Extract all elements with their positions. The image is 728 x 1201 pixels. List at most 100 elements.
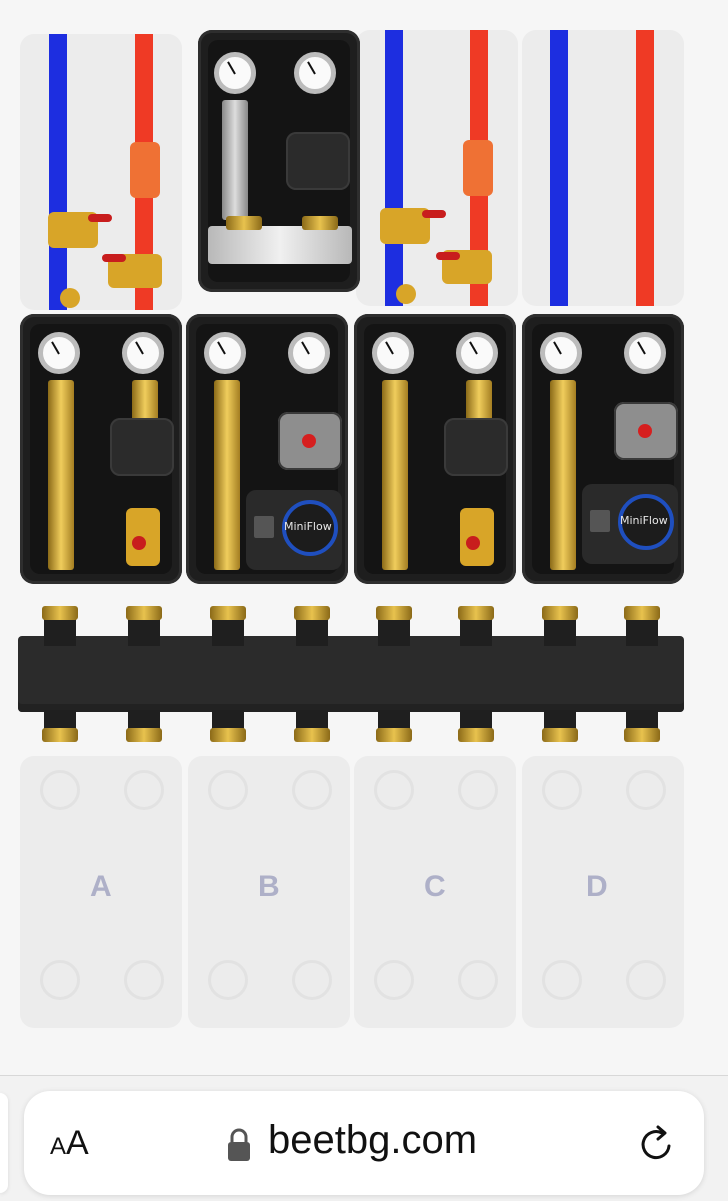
controller-display [254,516,274,538]
supply-pipe [550,380,576,570]
slot-letter: D [586,870,608,903]
manifold-port [378,618,410,646]
ghost-gauge [292,770,332,810]
drain-cap [396,284,416,304]
manifold-port [626,618,658,646]
pump-station-2[interactable]: MiniFlow [186,314,348,584]
pump-indicator [302,434,316,448]
pump-station-4[interactable]: MiniFlow [522,314,684,584]
ghost-gauge [124,960,164,1000]
valve-handle [88,214,112,222]
ghost-gauge [208,770,248,810]
ghost-gauge [542,770,582,810]
ghost-gauge [40,770,80,810]
thermometer-gauge [372,332,414,374]
ghost-gauge [542,960,582,1000]
pump-controller: MiniFlow [246,490,342,570]
ghost-gauge [374,960,414,1000]
brass-fitting [302,216,338,230]
drain-cap [60,288,80,308]
brass-fitting [542,728,578,742]
manifold-body [18,636,684,712]
manifold-port [460,618,492,646]
brass-fitting [458,728,494,742]
thermometer-gauge [214,52,256,94]
thermometer-gauge [624,332,666,374]
top-slot-ghost-4 [522,30,684,306]
circulation-pump [110,418,174,476]
brass-fitting [376,728,412,742]
ball-valve [380,208,430,244]
cold-pipe [49,34,67,310]
slot-letter: A [90,870,112,903]
brass-fitting [294,728,330,742]
controller-brand: MiniFlow [284,520,332,533]
pump-indicator [638,424,652,438]
valve-handle [102,254,126,262]
slot-letter: C [424,870,446,903]
thermometer-gauge [456,332,498,374]
lock-icon [228,1128,250,1161]
manifold-port [296,618,328,646]
address-bar[interactable] [24,1091,704,1195]
supply-pipe [214,380,240,570]
controller-dial [618,494,674,550]
ghost-gauge [124,770,164,810]
valve-handle [132,536,146,550]
empty-slot-b[interactable]: B [188,756,350,1028]
supply-pipe [382,380,408,570]
brass-fitting [210,606,246,620]
previous-tab-edge[interactable] [0,1093,8,1193]
brass-fitting [226,216,262,230]
brass-fitting [42,728,78,742]
ghost-gauge [458,960,498,1000]
manifold-port [212,618,244,646]
text-size-button[interactable]: AA [50,1124,89,1163]
brass-fitting [376,606,412,620]
pump-station-3[interactable] [354,314,516,584]
brass-fitting [624,606,660,620]
thermometer-gauge [288,332,330,374]
brass-fitting [542,606,578,620]
ghost-gauge [626,960,666,1000]
empty-slot-a[interactable]: A [20,756,182,1028]
brass-fitting [624,728,660,742]
ghost-gauge [458,770,498,810]
thermometer-gauge [540,332,582,374]
valve-handle [436,252,460,260]
plate-heat-exchanger [208,226,352,264]
circulation-pump [614,402,678,460]
reload-icon[interactable] [638,1124,676,1164]
pump-station-1[interactable] [20,314,182,584]
controller-dial [282,500,338,556]
mixing-valve-actuator [463,140,493,196]
empty-slot-d[interactable]: D [522,756,684,1028]
manifold-port [44,618,76,646]
empty-slot-c[interactable]: C [354,756,516,1028]
text-size-small-glyph: A [50,1133,67,1160]
ghost-gauge [40,960,80,1000]
ghost-gauge [208,960,248,1000]
configurator-canvas: MiniFlow MiniFlow [0,0,728,1075]
ghost-gauge [292,960,332,1000]
controller-display [590,510,610,532]
ghost-gauge [374,770,414,810]
circulation-pump [444,418,508,476]
cold-pipe [550,30,568,306]
valve-handle [422,210,446,218]
bypass-pipe [222,100,248,220]
brass-fitting [294,606,330,620]
thermometer-gauge [122,332,164,374]
hot-pipe [636,30,654,306]
manifold-port [128,618,160,646]
url-text[interactable]: beetbg.com [268,1118,478,1162]
heat-exchanger-module[interactable] [198,30,360,292]
brass-fitting [210,728,246,742]
brass-fitting [458,606,494,620]
thermometer-gauge [38,332,80,374]
brass-fitting [42,606,78,620]
ghost-gauge [626,770,666,810]
brass-fitting [126,728,162,742]
slot-letter: B [258,870,280,903]
valve-handle [466,536,480,550]
